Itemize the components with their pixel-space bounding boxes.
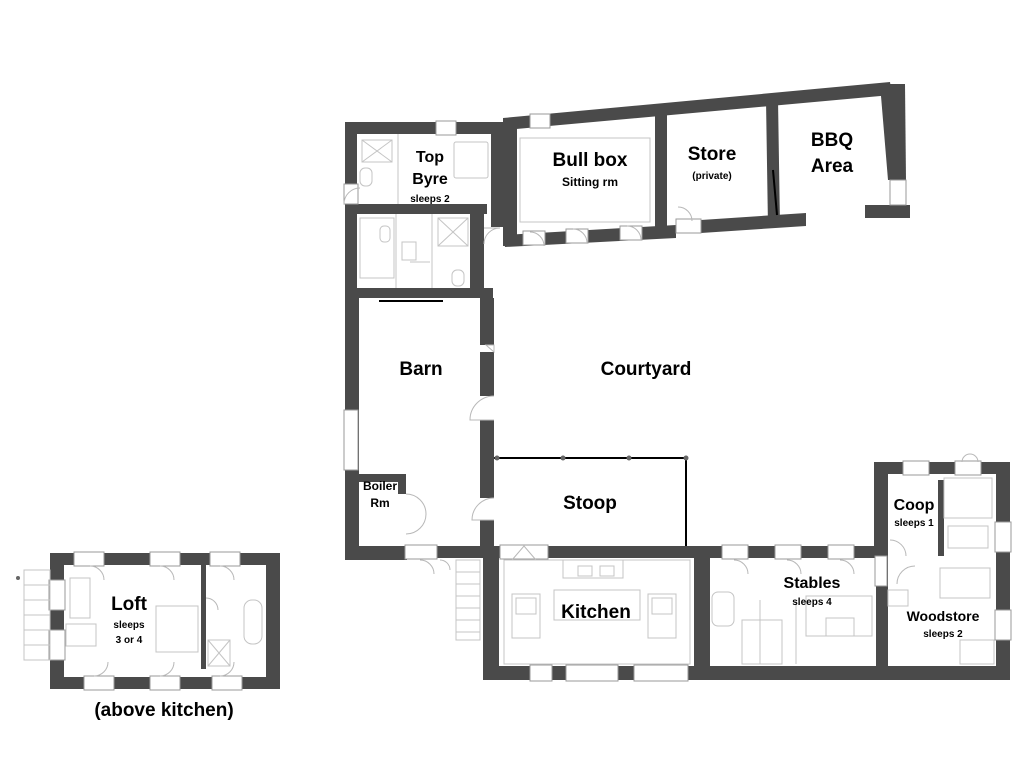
beams (379, 169, 778, 546)
bbq-area-label-line2: Area (811, 156, 854, 177)
bull-box-label: Bull box (553, 150, 628, 171)
woodstore-note: sleeps 2 (923, 629, 963, 640)
bull-box-note: Sitting rm (562, 175, 618, 189)
room-labels: Top Byre sleeps 2 Bull box Sitting rm St… (94, 130, 979, 721)
loft-label: Loft (111, 594, 148, 615)
doors (89, 187, 979, 677)
top-byre-label-line1: Top (416, 149, 444, 166)
bbq-area-label-line1: BBQ (811, 130, 853, 151)
woodstore-label: Woodstore (907, 608, 980, 624)
walls (50, 82, 1010, 689)
kitchen-label: Kitchen (561, 602, 631, 623)
stoop-label: Stoop (563, 493, 617, 514)
coop-note: sleeps 1 (894, 518, 934, 529)
boiler-rm-label-line2: Rm (370, 496, 389, 510)
top-byre-note: sleeps 2 (410, 194, 450, 205)
store-note: (private) (692, 171, 731, 182)
loft-note-line1: sleeps (113, 620, 145, 631)
top-byre-label-line2: Byre (412, 171, 448, 188)
store-label: Store (688, 144, 737, 165)
barn-label: Barn (399, 359, 442, 380)
stables-label: Stables (784, 575, 841, 592)
courtyard-label: Courtyard (601, 359, 692, 380)
boiler-rm-label-line1: Boiler (363, 479, 397, 493)
windows (48, 113, 1012, 691)
coop-label: Coop (894, 497, 935, 514)
loft-note-line2: 3 or 4 (116, 635, 143, 646)
furniture (16, 134, 995, 667)
stables-note: sleeps 4 (792, 597, 832, 608)
loft-caption: (above kitchen) (94, 700, 233, 721)
